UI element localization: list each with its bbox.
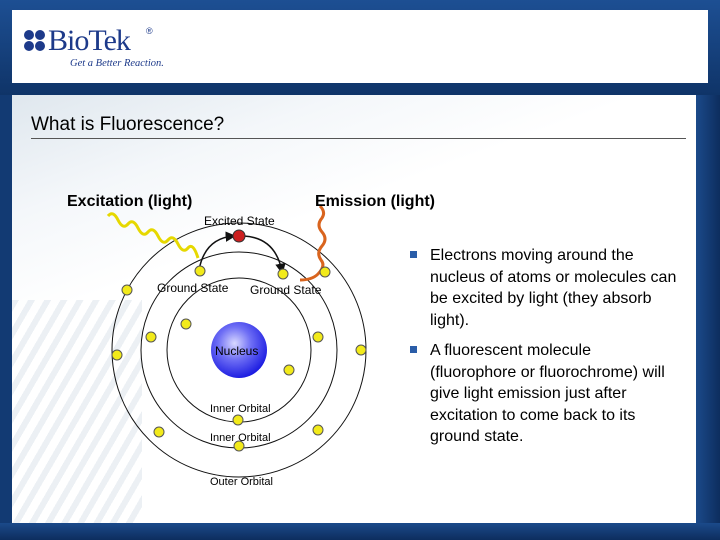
logo-tagline: Get a Better Reaction.	[70, 58, 164, 69]
electron	[153, 426, 165, 438]
decorative-plate-pattern	[12, 300, 142, 523]
electron	[121, 284, 133, 296]
title-divider	[31, 138, 686, 139]
electron	[233, 440, 245, 452]
outer-orbital-label: Outer Orbital	[210, 476, 273, 488]
logo-dots-icon	[24, 30, 46, 52]
ground-state-right-label: Ground State	[250, 283, 322, 297]
bullet-square-icon	[410, 251, 417, 258]
emission-wave	[299, 204, 327, 282]
logo-wordmark: BioTek	[48, 24, 131, 57]
electron	[312, 424, 324, 436]
excited-state-label: Excited State	[204, 214, 275, 228]
inner-ring-electrons	[180, 318, 295, 426]
electron	[232, 414, 244, 426]
excited-electron	[232, 229, 246, 243]
relaxation-arrow	[243, 235, 286, 275]
outer-ring-electrons	[111, 266, 367, 438]
electron	[277, 268, 289, 280]
electron	[145, 331, 157, 343]
electron	[180, 318, 192, 330]
nucleus-label: Nucleus	[215, 344, 258, 358]
nucleus	[211, 322, 267, 378]
bullet-list: Electrons moving around the nucleus of a…	[408, 245, 678, 457]
slide-title: What is Fluorescence?	[31, 114, 225, 135]
header-banner: BioTek ® Get a Better Reaction.	[12, 10, 708, 83]
electron	[283, 364, 295, 376]
ground-state-left-label: Ground State	[157, 281, 229, 295]
emission-label: Emission (light)	[315, 193, 435, 210]
middle-ring-electrons	[145, 265, 324, 452]
bullet-text: Electrons moving around the nucleus of a…	[430, 247, 677, 329]
electron	[194, 265, 206, 277]
excitation-wave	[106, 212, 200, 259]
bullet-item: Electrons moving around the nucleus of a…	[408, 245, 678, 331]
right-frame	[696, 95, 720, 540]
bullet-square-icon	[410, 346, 417, 353]
biotek-logo: BioTek ® Get a Better Reaction.	[24, 24, 194, 83]
bottom-frame	[0, 523, 720, 540]
slide-content-area	[12, 95, 696, 523]
electron	[355, 344, 367, 356]
electron	[312, 331, 324, 343]
bullet-text: A fluorescent molecule (fluorophore or f…	[430, 342, 665, 445]
electron	[319, 266, 331, 278]
registered-mark: ®	[146, 26, 153, 36]
inner-orbital-label-1: Inner Orbital	[210, 403, 271, 415]
excitation-arrow	[198, 231, 237, 271]
electron	[111, 349, 123, 361]
inner-orbital-label-2: Inner Orbital	[210, 432, 271, 444]
bullet-item: A fluorescent molecule (fluorophore or f…	[408, 340, 678, 448]
excitation-label: Excitation (light)	[67, 193, 192, 210]
